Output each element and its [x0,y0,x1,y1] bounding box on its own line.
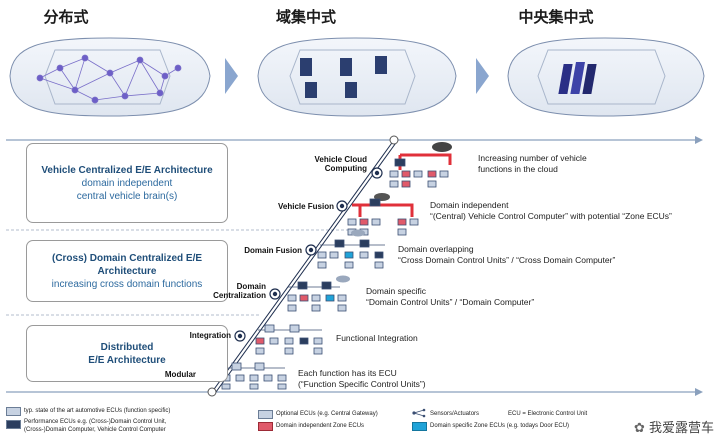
stage-domain-fusion: Domain Fusion [244,246,302,255]
header-domain-centralized: 域集中式 [275,8,336,26]
legend-swatch-zone-spec [412,422,427,431]
desc-line: functions in the cloud [478,164,558,174]
network-graph [36,54,182,104]
progress-arrow-2 [476,58,489,94]
legend-performance-1: Performance ECUs e.g. (Cross-)Domain Con… [24,419,167,425]
central-computer [558,62,597,94]
legend-zone-indep: Domain independent Zone ECUs [276,423,365,429]
desc-line: “Domain Control Units” / “Domain Compute… [366,297,535,307]
stage-vehicle-fusion: Vehicle Fusion [277,202,334,211]
topology-vehicle-fusion [347,193,419,236]
car-central [507,37,705,117]
watermark-text: 我爱露营车 [648,421,714,436]
topology-domain-centralization [287,275,350,312]
domain-ecus [300,56,387,98]
desc-line: “Cross Domain Control Units” / “Cross Do… [398,255,616,265]
progress-arrow-1 [225,58,238,94]
watermark: ✿ 我爱露营车 [634,417,714,436]
car-domain [257,37,457,117]
desc-modular: Each function has its ECU (“Function Spe… [298,368,426,390]
legend-swatch-optional [258,410,273,419]
stage-vehicle-cloud: Vehicle Cloud Computing [314,155,367,173]
desc-vehicle-fusion: Domain independent “(Central) Vehicle Co… [430,200,672,222]
arch-vehicle-centralized: Vehicle Centralized E/E Architecture dom… [26,143,228,223]
legend-zone-spec: Domain specific Zone ECUs (e.g. todays D… [430,423,570,429]
desc-line: “(Central) Vehicle Control Computer” wit… [430,211,672,221]
legend-ecu-definition: ECU = Electronic Control Unit [508,411,588,417]
desc-domain-centralization: Domain specific “Domain Control Units” /… [366,286,534,308]
arch-distributed: Distributed E/E Architecture [26,325,228,382]
arch-sub: increasing cross domain functions [51,278,203,290]
arch-sub: domain independent [81,177,173,189]
legend-sensors: Sensors/Actuators [430,411,480,417]
desc-domain-fusion: Domain overlapping “Cross Domain Control… [398,244,615,266]
topology-domain-fusion [317,229,385,269]
desc-line: Functional Integration [336,333,418,343]
stage-modular: Modular [164,370,196,379]
legend-performance-2: (Cross-)Domain Computer, Vehicle Control… [24,427,166,433]
desc-line: Domain independent [430,200,509,210]
topology-modular [221,362,287,390]
desc-line: Increasing number of vehicle [478,153,587,163]
arch-cross-domain: (Cross) Domain Centralized E/E Architect… [26,240,228,302]
desc-line: Domain specific [366,286,426,296]
header-central-centralized: 中央集中式 [518,8,594,26]
legend-typical: typ. state of the art automotive ECUs (f… [24,408,171,414]
car-distributed [9,37,211,117]
arch-title-2: E/E Architecture [88,354,166,366]
desc-line: Domain overlapping [398,244,474,254]
legend-swatch-typical [6,407,21,416]
desc-line: Each function has its ECU [298,368,397,378]
topology-cloud [389,142,452,188]
arch-title: Vehicle Centralized E/E Architecture [41,164,213,176]
legend-optional: Optional ECUs (e.g. Central Gateway) [276,411,378,417]
topology-integration [255,324,323,355]
stage-domain-centralization: Domain Centralization [213,282,266,300]
car-illustrations [9,37,705,117]
stage-integration: Integration [189,331,231,340]
legend-swatch-zone-indep [258,422,273,431]
sensor-icon [412,408,426,418]
arch-sub: central vehicle brain(s) [76,190,178,202]
arch-title: (Cross) Domain Centralized E/E Architect… [51,252,203,277]
legend-swatch-performance [6,420,21,429]
desc-integration: Functional Integration [336,333,418,344]
desc-cloud: Increasing number of vehicle functions i… [478,153,587,175]
evolution-diagram [6,135,703,397]
arch-title: Distributed [100,341,154,353]
desc-line: (“Function Specific Control Units”) [298,379,426,389]
wechat-icon: ✿ [633,421,649,436]
header-distributed: 分布式 [43,8,89,26]
